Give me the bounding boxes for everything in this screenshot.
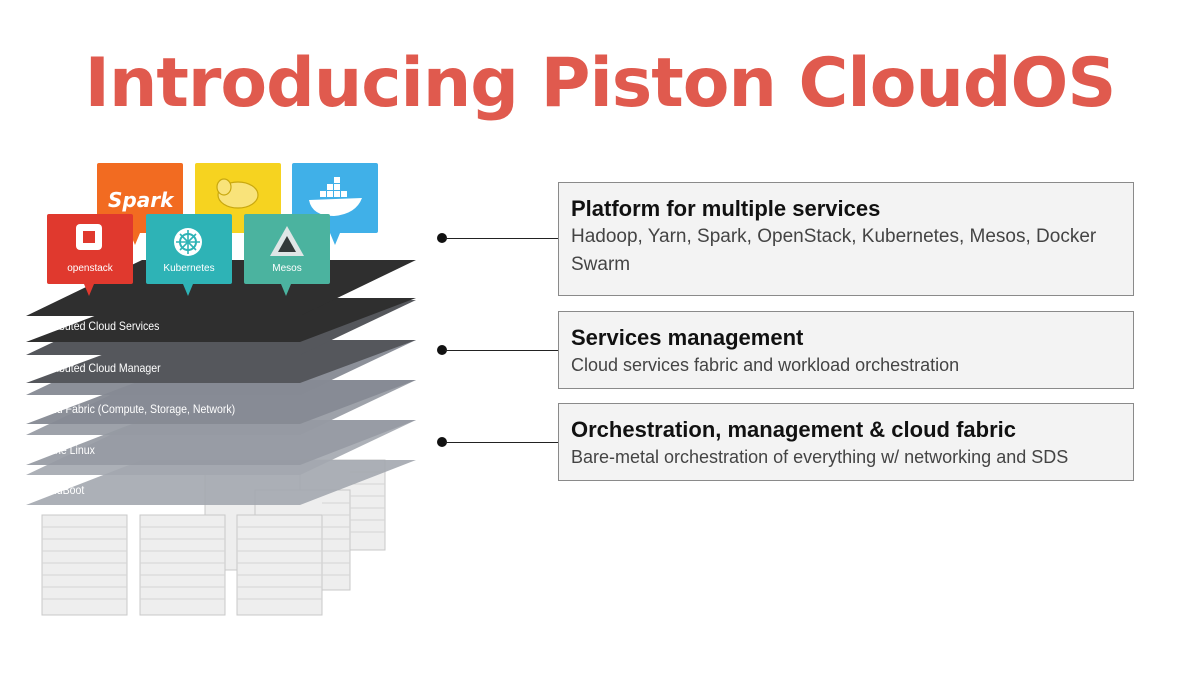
services-box-title: Services management bbox=[571, 325, 804, 350]
platform-box-title: Platform for multiple services bbox=[571, 196, 881, 221]
layer-label-cloud-fabric: Cloud Fabric (Compute, Storage, Network) bbox=[35, 402, 236, 416]
openstack-label: openstack bbox=[67, 263, 113, 274]
services-box: Services management Cloud services fabri… bbox=[558, 311, 1134, 389]
kubernetes-label: Kubernetes bbox=[163, 263, 215, 274]
server-rack-front-left bbox=[41, 514, 128, 616]
mesos-label: Mesos bbox=[272, 263, 302, 274]
connector-line-1 bbox=[445, 238, 558, 239]
layer-label-cloud-manager: Distributed Cloud Manager bbox=[35, 361, 161, 375]
services-box-desc: Cloud services fabric and workload orche… bbox=[571, 355, 960, 375]
tile-kubernetes bbox=[146, 214, 232, 296]
tile-openstack bbox=[47, 214, 133, 296]
connector-dot-1 bbox=[437, 233, 447, 243]
layer-label-cloudboot: CloudBoot bbox=[35, 483, 85, 497]
platform-box-desc: Hadoop, Yarn, Spark, OpenStack, Kubernet… bbox=[571, 226, 1097, 275]
orchestration-box: Orchestration, management & cloud fabric… bbox=[558, 403, 1134, 481]
layer-label-iocane-linux: Iocane Linux bbox=[35, 443, 95, 457]
connector-dot-2 bbox=[437, 345, 447, 355]
orchestration-box-desc: Bare-metal orchestration of everything w… bbox=[571, 447, 1069, 467]
cloudos-stack-diagram: Spark openstack Kubernetes Mesos Distrib… bbox=[0, 150, 440, 630]
server-rack-front-mid bbox=[139, 514, 226, 616]
connector-line-2 bbox=[445, 350, 558, 351]
connector-dot-3 bbox=[437, 437, 447, 447]
server-rack-front-right bbox=[236, 514, 323, 616]
slide-title: Introducing Piston CloudOS bbox=[84, 44, 1117, 123]
stack-graphic bbox=[26, 163, 416, 616]
tile-mesos bbox=[244, 214, 330, 296]
layer-label-cloud-services: Distributed Cloud Services bbox=[35, 319, 160, 333]
rack-shelf-lines bbox=[42, 471, 385, 600]
connector-line-3 bbox=[445, 442, 558, 443]
orchestration-box-title: Orchestration, management & cloud fabric bbox=[571, 417, 1016, 442]
server-racks bbox=[41, 459, 386, 616]
platform-box: Platform for multiple services Hadoop, Y… bbox=[558, 182, 1134, 296]
spark-logo-text: Spark bbox=[108, 188, 174, 212]
